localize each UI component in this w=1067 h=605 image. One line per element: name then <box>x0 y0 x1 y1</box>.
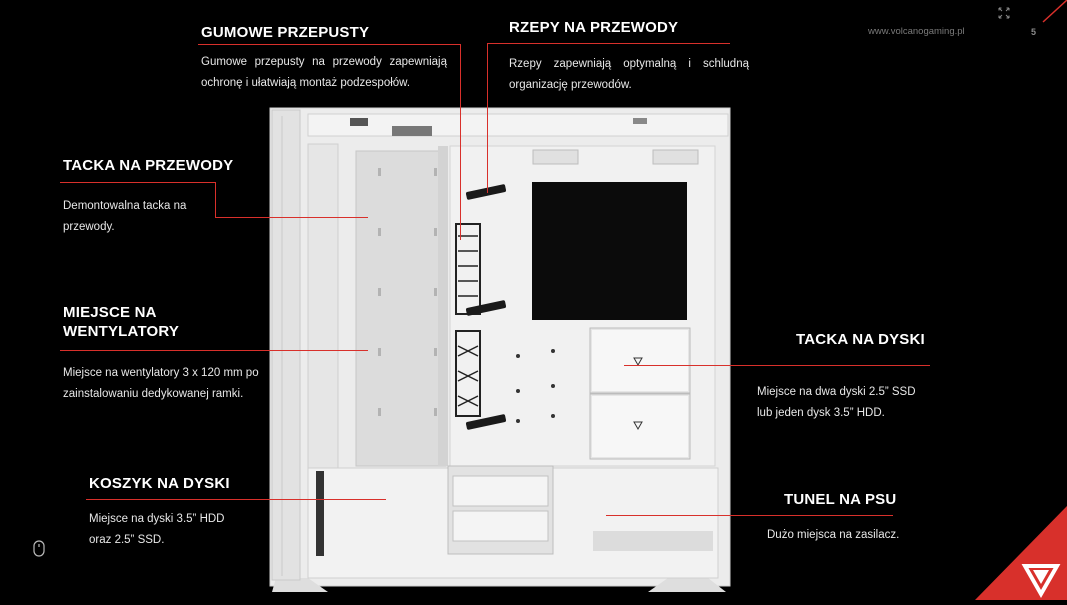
tacka-dyski-description-line1: Miejsce na dwa dyski 2.5” SSD <box>757 386 916 398</box>
page-number: 5 <box>1031 27 1037 37</box>
tacka-dyski-description-line2: lub jeden dysk 3.5” HDD. <box>757 407 885 419</box>
tacka-przewody-description-line2: przewody. <box>63 221 115 233</box>
expand-arrows-icon[interactable] <box>998 6 1010 19</box>
gumowe-title: GUMOWE PRZEPUSTY <box>201 24 370 41</box>
wentylatory-description-line1: Miejsce na wentylatory 3 x 120 mm po <box>63 367 259 379</box>
tacka-przewody-description-line1: Demontowalna tacka na <box>63 200 187 212</box>
tacka-dyski-connector <box>624 365 930 366</box>
gumowe-description: Gumowe przepusty na przewody zapewniają … <box>201 56 447 89</box>
mouse-icon <box>33 540 45 557</box>
rzepy-connector-h <box>487 43 730 44</box>
koszyk-connector <box>86 499 386 500</box>
corner-accent-line <box>1040 0 1067 24</box>
volcano-logo-icon <box>975 506 1067 600</box>
tunel-title: TUNEL NA PSU <box>784 491 897 508</box>
tacka-przewody-connector-h1 <box>60 182 215 183</box>
pc-case-image <box>268 106 733 592</box>
koszyk-description-line2: oraz 2.5” SSD. <box>89 534 165 546</box>
koszyk-description-line1: Miejsce na dyski 3.5” HDD <box>89 513 225 525</box>
koszyk-title: KOSZYK NA DYSKI <box>89 475 230 492</box>
tacka-przewody-connector-h2 <box>215 217 368 218</box>
wentylatory-title-line1: MIEJSCE NA <box>63 304 157 321</box>
rzepy-description: Rzepy zapewniają optymalną i schludną or… <box>509 58 749 91</box>
rzepy-connector-v <box>487 43 488 193</box>
tacka-dyski-title: TACKA NA DYSKI <box>796 331 925 348</box>
tunel-description: Dużo miejsca na zasilacz. <box>767 529 900 541</box>
wentylatory-title-line2: WENTYLATORY <box>63 323 180 340</box>
rzepy-title: RZEPY NA PRZEWODY <box>509 19 679 36</box>
wentylatory-description-line2: zainstalowaniu dedykowanej ramki. <box>63 388 244 400</box>
gumowe-connector-v <box>460 44 461 240</box>
wentylatory-connector <box>60 350 368 351</box>
website-url: www.volcanogaming.pl <box>868 26 965 37</box>
tacka-przewody-title: TACKA NA PRZEWODY <box>63 157 234 174</box>
tunel-connector <box>606 515 893 516</box>
tacka-przewody-connector-v <box>215 182 216 217</box>
gumowe-connector-h <box>198 44 461 45</box>
